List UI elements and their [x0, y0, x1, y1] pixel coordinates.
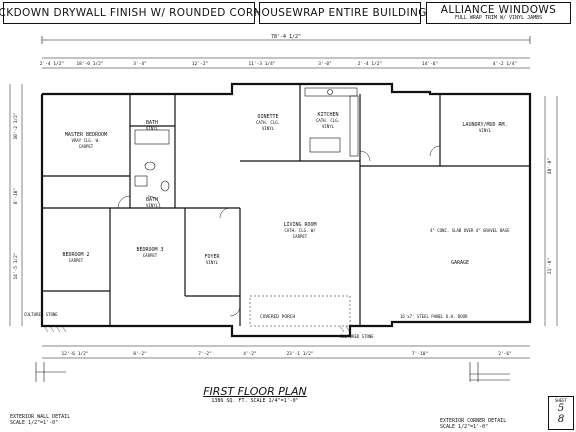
- room-name: BEDROOM 3: [136, 247, 163, 253]
- room-name: LAUNDRY/MUD RM.: [462, 122, 507, 128]
- room-floor-note: CARPET: [69, 258, 84, 263]
- room-ceiling-note: VRAY CLG. W.: [72, 138, 101, 143]
- room-name: GARAGE: [451, 260, 469, 266]
- room-floor-note: CARPET: [79, 144, 94, 149]
- upper-dimension-label: 3'-4": [133, 61, 147, 67]
- upper-dimension-label: 4'-2 1/4": [493, 61, 517, 67]
- windows-note-box: ALLIANCE WINDOWS FULL WRAP TRIM W/ VINYL…: [426, 2, 571, 24]
- right-dimension-string: [544, 96, 558, 326]
- covered-porch-label: COVERED PORCH: [260, 314, 296, 320]
- room-name: FOYER: [204, 254, 220, 260]
- exterior-corner-detail-title: EXTERIOR CORNER DETAIL: [440, 418, 507, 424]
- room-name: DINETTE: [257, 114, 278, 120]
- exterior-wall-detail-title: EXTERIOR WALL DETAIL: [10, 414, 71, 420]
- drywall-note: KNOCKDOWN DRYWALL FINISH W/ ROUNDED CORN…: [0, 6, 284, 19]
- side-dimension-labels: 10'-2 1/2" 8'-10" 14'-5 1/2" 48'-0" 21'-0": [13, 112, 553, 279]
- floor-plan-title: FIRST FLOOR PLAN: [203, 385, 307, 398]
- room-name: MASTER BEDROOM: [65, 132, 107, 138]
- exterior-wall-detail-scale: SCALE 1/2"=1'-0": [10, 420, 59, 426]
- left-dimension-string: [9, 84, 23, 326]
- kitchen-counters: [304, 87, 359, 157]
- windows-subnote: FULL WRAP TRIM W/ VINYL JAMBS: [454, 15, 543, 22]
- upper-dimension-label: 14'-6": [422, 61, 438, 67]
- room-name: BATH: [146, 197, 158, 203]
- room-ceiling-note: CATH. CLG. W/: [284, 228, 316, 233]
- room-floor-note: VINYL: [479, 128, 492, 133]
- room-name: BEDROOM 2: [62, 252, 89, 258]
- room-floor-note: VINYL: [322, 124, 335, 129]
- floor-plan-subtitle: 1386 SQ. FT. SCALE 1/4"=1'-0": [211, 398, 299, 404]
- room-name: KITCHEN: [317, 112, 338, 118]
- lower-dimension-label: 7'-2": [198, 351, 212, 357]
- cultured-stone-right-label: CULTURED STONE: [340, 334, 374, 339]
- housewrap-note-box: HOUSEWRAP ENTIRE BUILDING: [253, 2, 426, 24]
- upper-dimension-label: 2'-4 1/2": [40, 61, 64, 67]
- upper-dimension-labels: 2'-4 1/2" 18'-0 1/2" 3'-4" 12'-2" 11'-3 1/4"…: [40, 61, 517, 67]
- bath-fixtures: [134, 129, 170, 192]
- room-ceiling-note: CATH. CLG.: [256, 120, 280, 125]
- upper-dimension-label: 3'-0": [318, 61, 332, 67]
- floor-plan-drawing: 78'-4 1/2" 2'-4 1/2" 18'-0 1/2" 3'-4" 12'-2…: [9, 34, 558, 382]
- sheet-number: 5: [557, 403, 565, 414]
- room-name: LIVING ROOM: [283, 222, 316, 228]
- room-floor-note: VINYL: [206, 260, 219, 265]
- upper-dimension-label: 2'-4 1/2": [358, 61, 382, 67]
- room-floor-note: VINYL: [146, 203, 159, 208]
- exterior-walls: [40, 82, 532, 338]
- door-swings: [117, 145, 441, 317]
- lower-dimension-label: 4'-2": [243, 351, 257, 357]
- overall-dimension-text: 78'-4 1/2": [271, 34, 301, 40]
- upper-dimension-string: [42, 57, 530, 69]
- room-floor-note: VINYL: [146, 126, 159, 131]
- upper-dimension-label: 12'-2": [192, 61, 208, 67]
- overall-dimension-line: [41, 36, 531, 44]
- cultured-stone-left-label: CULTURED STONE: [24, 312, 58, 317]
- upper-dimension-label: 18'-0 1/2": [76, 61, 103, 67]
- side-dimension-label: 8'-10": [13, 188, 19, 204]
- side-dimension-label: 14'-5 1/2": [13, 252, 19, 279]
- lower-dimension-label: 7'-10": [412, 351, 428, 357]
- side-dimension-label: 10'-2 1/2": [13, 112, 19, 139]
- exterior-corner-detail-sketch: [469, 362, 510, 382]
- side-dimension-label: 21'-0": [547, 258, 553, 274]
- room-ceiling-note: CATH. CLG.: [316, 118, 340, 123]
- side-dimension-label: 48'-0": [547, 158, 553, 174]
- sheet-label: SHEET: [554, 398, 568, 403]
- drywall-note-box: KNOCKDOWN DRYWALL FINISH W/ ROUNDED CORN…: [0, 2, 283, 24]
- room-floor-note: VINYL: [262, 126, 275, 131]
- lower-dimension-string: [42, 345, 530, 359]
- lower-dimension-label: 12'-6 1/2": [61, 351, 88, 357]
- exterior-wall-detail-sketch: [35, 362, 66, 382]
- housewrap-note: HOUSEWRAP ENTIRE BUILDING: [253, 6, 427, 19]
- garage-door-label: 16'x7' STEEL PANEL O.H. DOOR: [400, 314, 468, 319]
- garage-slab-label: 4" CONC. SLAB OVER 4" GRAVEL BASE: [430, 228, 510, 233]
- lower-dimension-labels: 12'-6 1/2" 8'-2" 7'-2" 4'-2" 23'-1 1/2" 7'-10…: [61, 351, 511, 357]
- covered-porch: [249, 295, 351, 327]
- sheet-number-box: SHEET 5 8: [548, 396, 574, 430]
- stone-hatching: [43, 325, 351, 333]
- room-floor-note: CARPET: [293, 234, 308, 239]
- exterior-corner-detail-scale: SCALE 1/2"=1'-0": [440, 424, 489, 430]
- lower-dimension-label: 23'-1 1/2": [286, 351, 313, 357]
- upper-dimension-label: 11'-3 1/4": [248, 61, 275, 67]
- room-floor-note: CARPET: [143, 253, 158, 258]
- interior-walls: [42, 84, 530, 326]
- lower-dimension-label: 8'-2": [133, 351, 147, 357]
- lower-dimension-label: 2'-6": [498, 351, 512, 357]
- room-name: BATH: [146, 120, 158, 126]
- sheet-total: 8: [557, 414, 565, 425]
- windows-note: ALLIANCE WINDOWS: [440, 3, 557, 16]
